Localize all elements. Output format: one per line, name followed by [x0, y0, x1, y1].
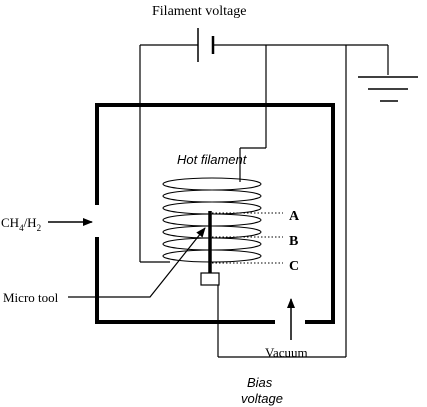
- reactor-chamber: [95, 103, 335, 324]
- ground-symbol: [358, 45, 418, 102]
- gas-inlet-label: CH4/H2: [1, 215, 41, 233]
- bias-voltage-label-line1: Bias: [247, 375, 273, 390]
- micro-tool: [200, 211, 220, 286]
- micro-tool-pointer: Micro tool: [3, 227, 206, 305]
- hot-filament-coil: [162, 177, 262, 263]
- vacuum-outlet: Vacuum: [265, 298, 308, 360]
- measurement-points: [212, 212, 283, 264]
- point-b-label: B: [289, 234, 298, 249]
- gas-inlet: CH4/H2: [1, 215, 93, 233]
- point-a-label: A: [289, 209, 300, 224]
- filament-circuit: [139, 28, 388, 263]
- tool-holder: [200, 272, 220, 286]
- filament-voltage-label: Filament voltage: [152, 4, 246, 19]
- micro-tool-label: Micro tool: [3, 290, 59, 305]
- bias-voltage-label-line2: voltage: [241, 391, 283, 406]
- hot-filament-label: Hot filament: [177, 152, 248, 167]
- point-c-label: C: [289, 259, 299, 274]
- vacuum-label: Vacuum: [265, 345, 308, 360]
